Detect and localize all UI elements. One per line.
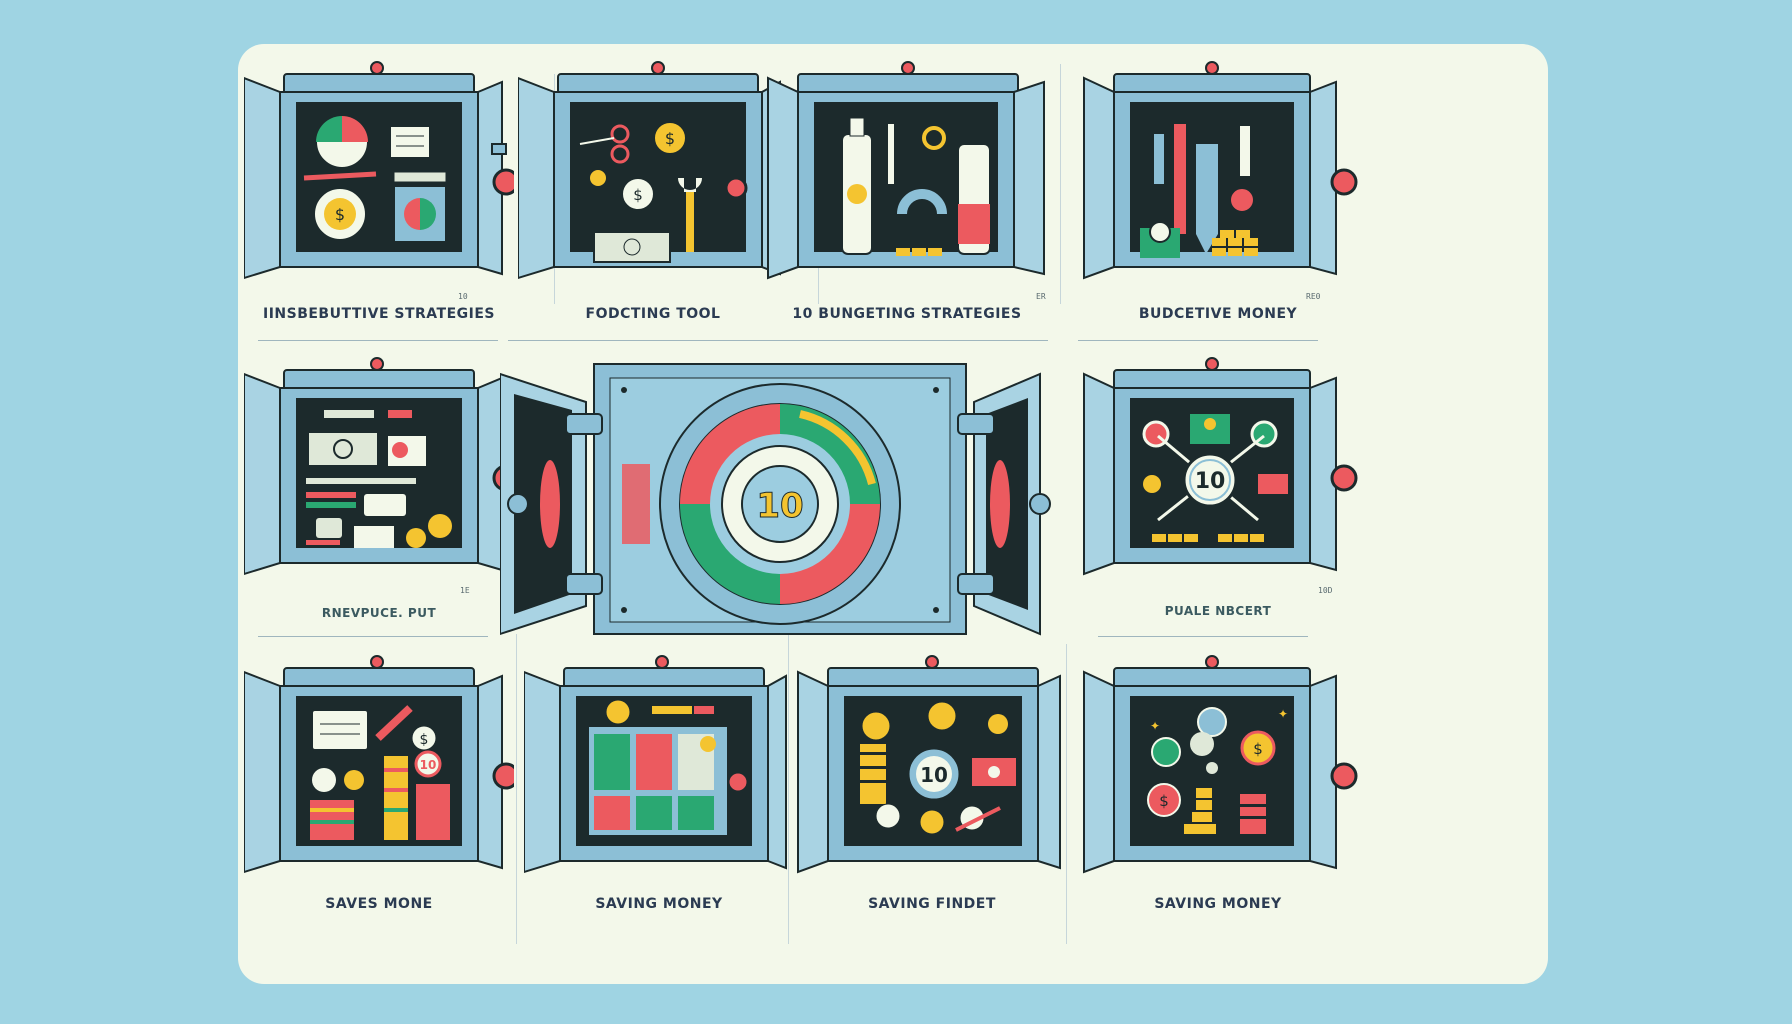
svg-text:✦: ✦ [1150, 719, 1160, 733]
safe-icon: $ $ [518, 61, 781, 280]
safe-tile-6: 10 PUALE NBCERT [1078, 350, 1358, 630]
divider-rule [258, 340, 498, 341]
tile-label: 10 BUNGETING STRATEGIES [792, 306, 1022, 322]
svg-text:$: $ [420, 732, 429, 748]
safe-tile-5: RNEVPUCE. PUT [244, 350, 514, 630]
safe-icon: 10 [1083, 357, 1358, 576]
safe-tile-2: $ $ FODCTING TOOL [518, 54, 788, 324]
safe-tile-1: $ IINSBEBUTTIVE STRATEGIES [244, 54, 514, 324]
tick-label: ER [1036, 292, 1046, 301]
gold-bars-icon [1184, 788, 1216, 834]
tile-label: SAVING MONEY [595, 896, 723, 912]
svg-text:✦: ✦ [1278, 707, 1288, 721]
divider [1066, 644, 1067, 944]
wrench-icon [678, 178, 702, 252]
dial-number: 10 [756, 486, 803, 526]
tile-label: SAVING FINDET [868, 896, 996, 912]
divider-rule [1098, 636, 1308, 637]
safe-tile-4: BUDCETIVE MONEY [1078, 54, 1358, 324]
safe-icon: 10 [797, 655, 1061, 874]
safe-tile-8: SAVING MONEY [524, 648, 794, 938]
safe-tile-9: 10 SAVING FINDET [792, 648, 1072, 938]
divider [516, 634, 517, 944]
money-bill-icon [307, 431, 379, 467]
scissors-icon [579, 124, 630, 164]
tile-label: SAVING MONEY [1154, 896, 1282, 912]
svg-text:$: $ [633, 186, 643, 204]
safe-icon [1083, 61, 1358, 280]
pie-chart-icon [315, 115, 369, 169]
safe-tile-3: 10 BUNGETING STRATEGIES [762, 54, 1052, 324]
combination-dial-icon [659, 383, 901, 625]
safe-icon: $ 10 [244, 655, 514, 874]
bottle-icon [841, 117, 873, 255]
tile-label: BUDCETIVE MONEY [1138, 306, 1298, 322]
safe-tile-10: $ $ ✦ ✦ SAVING MONEY [1078, 648, 1358, 938]
gold-bars-icon [1152, 534, 1264, 542]
coin-icon: $ [313, 187, 367, 241]
gold-bars-icon [896, 248, 942, 256]
safe-icon [244, 357, 514, 576]
tile-label: PUALE NBCERT [1164, 604, 1272, 618]
svg-text:$: $ [1253, 740, 1263, 758]
infographic-card: 10 ER RE0 1E 10D $ [238, 44, 1548, 984]
safe-icon [524, 655, 787, 874]
divider [788, 624, 789, 944]
vault-door-icon: 10 [500, 363, 1051, 636]
svg-text:$: $ [1159, 792, 1169, 810]
safe-icon [767, 61, 1045, 280]
tick-label: RE0 [1306, 292, 1321, 301]
coin-icon [406, 514, 452, 548]
svg-text:$: $ [665, 129, 675, 148]
svg-text:$: $ [335, 205, 345, 224]
divider-rule [258, 636, 488, 637]
bottle-icon [957, 143, 991, 255]
safe-icon: $ [244, 61, 514, 280]
divider-rule [1078, 340, 1318, 341]
tick-label: 10 [458, 292, 468, 301]
badge-number: 10 [1195, 469, 1226, 494]
tick-label: 1E [460, 586, 470, 595]
safe-tile-7: $ 10 SAVES MONE [244, 648, 514, 938]
gold-bars-icon [1212, 230, 1258, 256]
tile-label: FODCTING TOOL [585, 306, 721, 322]
money-bill-icon [593, 231, 671, 263]
badge-number: 10 [420, 758, 437, 772]
tick-label: 10D [1318, 586, 1333, 595]
tile-label: IINSBEBUTTIVE STRATEGIES [262, 306, 495, 322]
divider [1060, 64, 1061, 304]
coin-icon [861, 701, 1008, 741]
safe-icon: $ $ ✦ ✦ [1083, 655, 1358, 874]
badge-number: 10 [920, 763, 948, 787]
central-vault: 10 [500, 354, 1060, 644]
tile-label: SAVES MONE [325, 896, 433, 912]
tile-label: RNEVPUCE. PUT [321, 606, 437, 620]
divider-rule [508, 340, 1048, 341]
